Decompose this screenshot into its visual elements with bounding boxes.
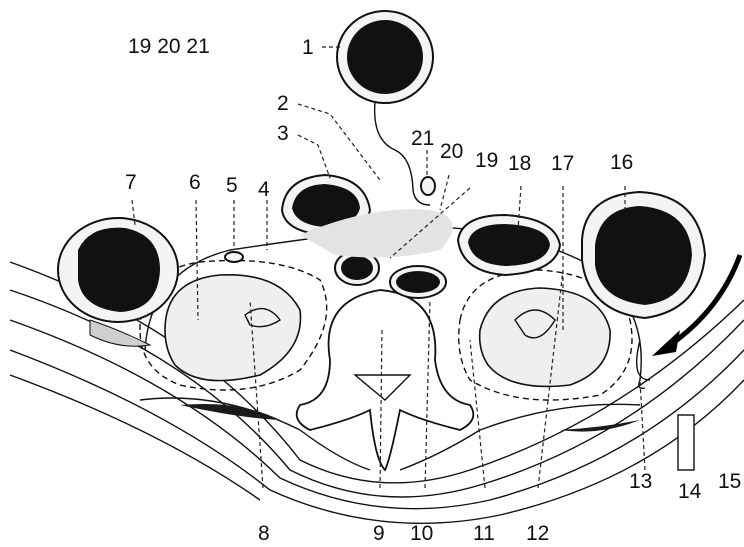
label-20: 20 [440, 140, 463, 163]
label-2: 2 [277, 92, 289, 115]
bowel-loop-7 [58, 218, 178, 346]
vertebra [297, 290, 474, 470]
label-12: 12 [526, 522, 549, 545]
label-10: 10 [410, 522, 433, 545]
label-13: 13 [629, 470, 652, 493]
label-1: 1 [302, 36, 314, 59]
label-7: 7 [125, 171, 137, 194]
label-9: 9 [373, 522, 385, 545]
bowel-loop-1 [337, 11, 433, 103]
mesenteric-vessel [421, 177, 435, 195]
label-11: 11 [473, 522, 495, 545]
node-5 [225, 252, 243, 262]
label-4: 4 [258, 178, 270, 201]
label-5: 5 [226, 174, 238, 197]
label-6: 6 [189, 171, 201, 194]
label-16: 16 [610, 151, 633, 174]
wall-structure-14 [678, 415, 694, 470]
label-8: 8 [258, 522, 270, 545]
vena-cava-lumen [396, 271, 440, 293]
label-18: 18 [508, 152, 531, 175]
bowel-loop-18 [458, 215, 560, 275]
label-21: 21 [411, 127, 434, 150]
label-15: 15 [718, 470, 741, 493]
aorta-lumen [341, 256, 373, 280]
bowel-loop-16 [582, 192, 705, 318]
label-17: 17 [551, 152, 574, 175]
legend-header: 19 20 21 [128, 35, 210, 58]
arrow-head [652, 330, 680, 356]
label-14: 14 [678, 480, 702, 503]
label-19: 19 [475, 149, 498, 172]
peritoneal-fold-13 [637, 340, 650, 380]
label-3: 3 [277, 122, 289, 145]
